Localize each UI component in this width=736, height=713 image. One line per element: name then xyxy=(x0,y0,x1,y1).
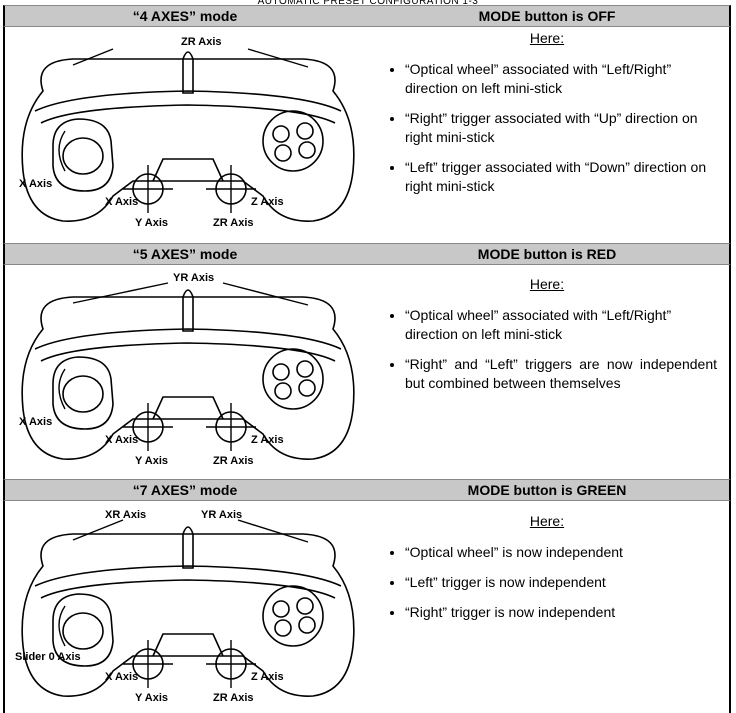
mode-title: “4 AXES” mode xyxy=(132,8,238,24)
section-text: Here: “Optical wheel” associated with “L… xyxy=(377,29,717,207)
here-label: Here: xyxy=(529,276,565,292)
label-left-side: Slider 0 Axis xyxy=(15,651,81,663)
page-frame xyxy=(3,6,731,713)
list-item: “Right” trigger is now independent xyxy=(405,603,717,622)
label-left-side: X Axis xyxy=(19,416,52,428)
page-top-caption: AUTOMATIC PRESET CONFIGURATION 1-3 xyxy=(257,0,479,7)
section-header-5-axes: “5 AXES” mode MODE button is RED xyxy=(3,243,731,265)
mode-title: “7 AXES” mode xyxy=(132,482,238,498)
list-item: “Left” trigger associated with “Down” di… xyxy=(405,158,717,196)
label-left-stick-y: Y Axis xyxy=(135,217,168,229)
label-right-stick-y: ZR Axis xyxy=(213,692,254,704)
label-left-stick-x: X Axis xyxy=(105,434,138,446)
section-4-axes: ZR Axis X Axis X Axis Y Axis Z Axis ZR A… xyxy=(5,27,729,237)
label-left-stick-y: Y Axis xyxy=(135,455,168,467)
label-left-side: X Axis xyxy=(19,178,52,190)
section-header-4-axes: “4 AXES” mode MODE button is OFF xyxy=(3,5,731,27)
button-state: MODE button is RED xyxy=(477,246,617,262)
list-item: “Left” trigger is now independent xyxy=(405,573,717,592)
section-header-7-axes: “7 AXES” mode MODE button is GREEN xyxy=(3,479,731,501)
list-item: “Right” and “Left” triggers are now inde… xyxy=(405,355,717,393)
bullet-list: “Optical wheel” associated with “Left/Ri… xyxy=(377,60,717,196)
list-item: “Optical wheel” associated with “Left/Ri… xyxy=(405,306,717,344)
gamepad-diagram: ZR Axis X Axis X Axis Y Axis Z Axis ZR A… xyxy=(19,36,355,229)
label-top-left: XR Axis xyxy=(105,509,146,521)
section-text: Here: “Optical wheel” is now independent… xyxy=(377,512,717,633)
bullet-list: “Optical wheel” is now independent “Left… xyxy=(377,543,717,622)
label-right-stick-y: ZR Axis xyxy=(213,217,254,229)
gamepad-diagram: XR Axis YR Axis Slider 0 Axis X Axis Y A… xyxy=(15,509,355,704)
label-right-stick-y: ZR Axis xyxy=(213,455,254,467)
list-item: “Optical wheel” associated with “Left/Ri… xyxy=(405,60,717,98)
label-left-stick-x: X Axis xyxy=(105,671,138,683)
label-right-stick-x: Z Axis xyxy=(251,671,284,683)
label-left-stick-x: X Axis xyxy=(105,196,138,208)
button-state: MODE button is OFF xyxy=(478,8,616,24)
here-label: Here: xyxy=(529,30,565,46)
label-top-right: YR Axis xyxy=(173,272,214,284)
label-top-right: YR Axis xyxy=(201,509,242,521)
gamepad-diagram: YR Axis X Axis X Axis Y Axis Z Axis ZR A… xyxy=(19,272,355,467)
label-top-right: ZR Axis xyxy=(181,36,222,48)
section-7-axes: XR Axis YR Axis Slider 0 Axis X Axis Y A… xyxy=(5,502,729,712)
label-left-stick-y: Y Axis xyxy=(135,692,168,704)
section-5-axes: YR Axis X Axis X Axis Y Axis Z Axis ZR A… xyxy=(5,265,729,475)
label-right-stick-x: Z Axis xyxy=(251,196,284,208)
here-label: Here: xyxy=(529,513,565,529)
section-text: Here: “Optical wheel” associated with “L… xyxy=(377,275,717,404)
label-right-stick-x: Z Axis xyxy=(251,434,284,446)
list-item: “Right” trigger associated with “Up” dir… xyxy=(405,109,717,147)
list-item: “Optical wheel” is now independent xyxy=(405,543,717,562)
button-state: MODE button is GREEN xyxy=(467,482,627,498)
bullet-list: “Optical wheel” associated with “Left/Ri… xyxy=(377,306,717,393)
mode-title: “5 AXES” mode xyxy=(132,246,238,262)
